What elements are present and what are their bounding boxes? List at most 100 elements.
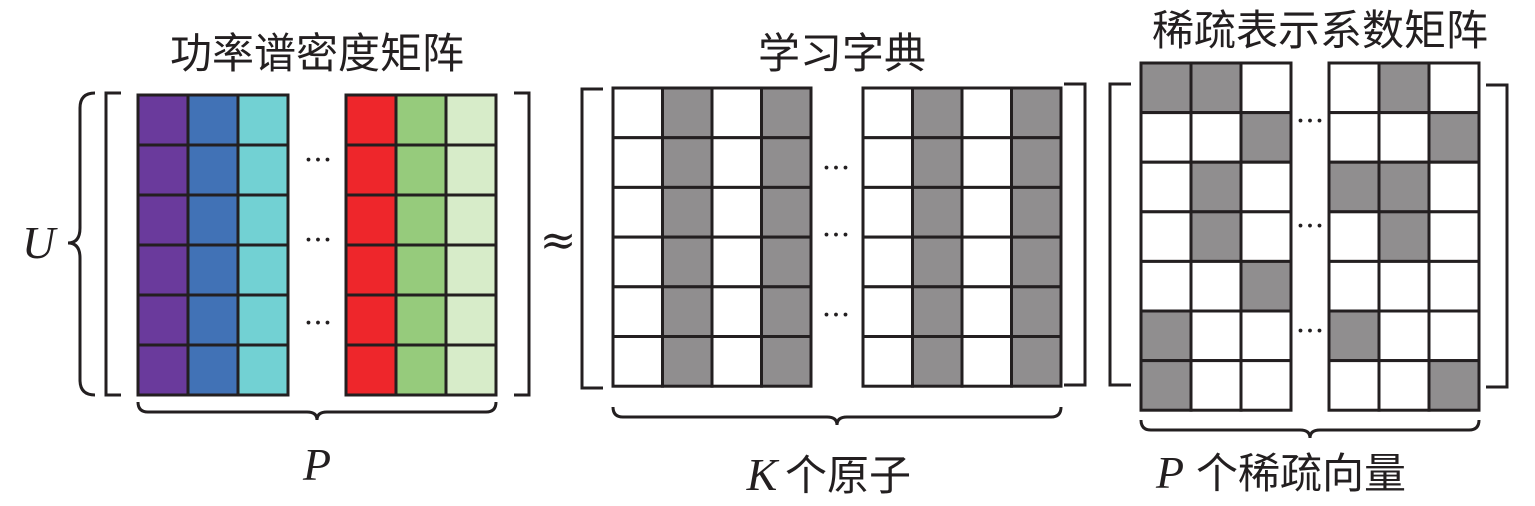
psd-cell <box>344 343 398 397</box>
dictionary-atom-cell <box>611 136 664 189</box>
ellipsis: ··· <box>304 143 333 178</box>
dictionary-atom-cell <box>710 86 763 140</box>
sparse-coefficient-cell <box>1139 309 1193 363</box>
dictionary-atom-cell <box>1010 235 1063 289</box>
dictionary-atom-cell <box>861 86 914 140</box>
dictionary-atom-cell <box>911 86 964 140</box>
psd-cell <box>136 193 190 247</box>
sparse-coefficient-cell <box>1377 61 1431 115</box>
dictionary-atom-cell <box>611 235 664 289</box>
sparse-coefficient-cell <box>1377 359 1431 412</box>
psd-cell <box>344 143 398 197</box>
dictionary-atom-cell <box>911 235 964 289</box>
ellipsis: ··· <box>1296 314 1325 349</box>
psd-cell <box>444 343 498 397</box>
dictionary-atom-cell <box>710 335 763 388</box>
sparse-coefficient-cell <box>1427 61 1481 115</box>
sparse-coefficient-cell <box>1377 309 1431 363</box>
sparse-coefficient-cell <box>1327 210 1381 263</box>
sparse-coefficient-cell <box>1189 309 1243 363</box>
psd-cell <box>136 143 190 197</box>
sparse-coefficient-cell <box>1239 359 1293 412</box>
psd-cell <box>394 243 448 297</box>
dictionary-atom-cell <box>661 335 714 388</box>
dictionary-atom-cell <box>861 335 914 388</box>
sparse-coefficient-cell <box>1239 309 1293 363</box>
psd-cell <box>186 143 240 197</box>
dictionary-atom-cell <box>611 86 664 140</box>
dictionary-atom-cell <box>661 285 714 338</box>
psd-cell <box>136 93 190 147</box>
sparse-right-bracket <box>1486 83 1509 389</box>
sparse-coefficient-cell <box>1189 111 1243 164</box>
dictionary-atom-cell <box>611 335 664 388</box>
sparse-coefficient-cell <box>1239 111 1293 164</box>
dict-columns-brace <box>611 406 1063 426</box>
sparse-coefficient-cell <box>1427 210 1481 263</box>
sparse-coefficient-cell <box>1139 259 1193 313</box>
dictionary-atom-cell <box>960 235 1013 289</box>
psd-cell <box>344 93 398 147</box>
ellipsis: ··· <box>822 151 851 186</box>
dict-right-bracket <box>1064 82 1087 387</box>
psd-cell <box>136 343 190 397</box>
ellipsis: ··· <box>304 223 333 258</box>
sparse-coefficient-cell <box>1377 160 1431 214</box>
dictionary-atom-cell <box>661 136 714 189</box>
sparse-coefficient-cell <box>1189 160 1243 214</box>
sparse-columns-brace <box>1139 419 1481 439</box>
dictionary-atom-cell <box>710 185 763 239</box>
sparse-coefficient-cell <box>1327 259 1381 313</box>
sparse-coefficient-cell <box>1377 210 1431 263</box>
dictionary-atom-cell <box>861 185 914 239</box>
dictionary-atom-cell <box>1010 185 1063 239</box>
psd-cell <box>444 93 498 147</box>
dictionary-atom-cell <box>1010 86 1063 140</box>
dictionary-atom-cell <box>911 285 964 338</box>
sparse-coefficient-cell <box>1189 210 1243 263</box>
dictionary-atom-cell <box>710 235 763 289</box>
psd-cell <box>344 243 398 297</box>
dictionary-atom-cell <box>861 235 914 289</box>
dictionary-atom-cell <box>661 235 714 289</box>
psd-cell <box>394 143 448 197</box>
psd-cell <box>186 193 240 247</box>
psd-cell <box>186 343 240 397</box>
dictionary-atom-cell <box>1010 335 1063 388</box>
dictionary-atom-cell <box>710 136 763 189</box>
sparse-count-symbol: P <box>1155 447 1184 498</box>
sparse-coefficient-cell <box>1427 111 1481 164</box>
sparse-coefficient-cell <box>1427 259 1481 313</box>
psd-cell <box>186 93 240 147</box>
psd-cell <box>236 343 290 397</box>
dictionary-atom-cell <box>861 136 914 189</box>
ellipsis: ··· <box>822 218 851 253</box>
dictionary-atom-cell <box>661 185 714 239</box>
sparse-coefficient-cell <box>1377 259 1431 313</box>
psd-cell <box>444 243 498 297</box>
sparse-coefficient-cell <box>1427 160 1481 214</box>
dictionary-atom-cell <box>960 136 1013 189</box>
sparse-coefficient-cell <box>1189 61 1243 115</box>
dictionary-atom-cell <box>960 86 1013 140</box>
psd-cell <box>236 143 290 197</box>
psd-cell <box>236 193 290 247</box>
dictionary-atom-cell <box>760 335 813 388</box>
psd-cell <box>444 293 498 347</box>
psd-cell <box>344 193 398 247</box>
dictionary-atom-cell <box>661 86 714 140</box>
sparse-coefficient-cell <box>1327 160 1381 214</box>
psd-cell <box>136 243 190 297</box>
psd-cell <box>394 343 448 397</box>
sparse-coefficient-cell <box>1239 210 1293 263</box>
psd-count-label: P <box>302 439 331 490</box>
psd-cell <box>394 293 448 347</box>
sparse-coefficient-cell <box>1239 61 1293 115</box>
ellipsis: ··· <box>1296 209 1325 244</box>
sparse-coefficient-cell <box>1189 359 1243 412</box>
sparse-coefficient-cell <box>1139 359 1193 412</box>
ellipsis: ··· <box>822 298 851 333</box>
ellipsis: ··· <box>1296 104 1325 139</box>
psd-cell <box>444 193 498 247</box>
